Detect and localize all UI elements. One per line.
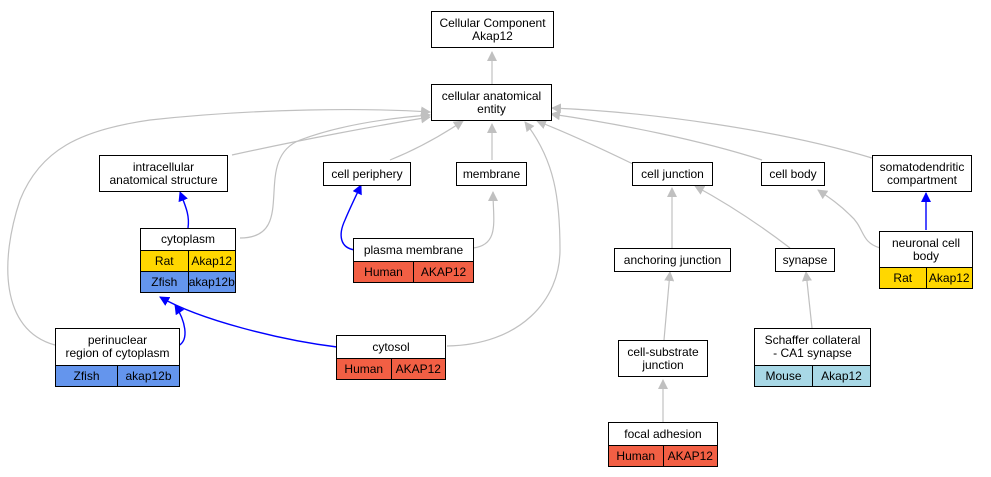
node-label: membrane: [462, 166, 521, 181]
species-cell: Human: [609, 446, 663, 466]
node-label: cellular anatomical entity: [441, 88, 542, 116]
node-cellular-component-root[interactable]: Cellular Component Akap12: [431, 11, 554, 48]
species-cell: Rat: [880, 268, 926, 288]
node-label: intracellular anatomical structure: [109, 159, 218, 187]
species-cell: Zfish: [56, 366, 117, 386]
node-plasma-membrane[interactable]: plasma membrane Human AKAP12: [353, 238, 474, 283]
edge-cellbody-to-entity: [550, 110, 763, 161]
node-cellular-anatomical-entity[interactable]: cellular anatomical entity: [431, 84, 552, 121]
species-cell: Human: [354, 262, 413, 282]
node-cell-body[interactable]: cell body: [761, 162, 825, 186]
annotation-row-human: Human AKAP12: [337, 358, 445, 379]
edge-perinuclear-to-cytoplasm: [174, 304, 186, 347]
gene-cell: Akap12: [925, 268, 972, 288]
species-cell: Zfish: [141, 272, 188, 292]
node-label: perinuclear region of cytoplasm: [65, 333, 170, 360]
annotation-row-mouse: Mouse Akap12: [755, 365, 870, 386]
node-cell-periphery[interactable]: cell periphery: [323, 162, 411, 186]
node-schaffer-collateral-ca1-synapse[interactable]: Schaffer collateral - CA1 synapse Mouse …: [754, 328, 871, 387]
node-membrane[interactable]: membrane: [456, 162, 527, 186]
edge-schaffer-to-synapse: [801, 271, 813, 329]
node-cytosol[interactable]: cytosol Human AKAP12: [336, 335, 446, 380]
gene-cell: AKAP12: [413, 262, 473, 282]
annotation-row-human: Human AKAP12: [354, 261, 473, 282]
node-cell-substrate-junction[interactable]: cell-substrate junction: [618, 340, 708, 377]
node-label: neuronal cell body: [891, 235, 961, 263]
node-label: cytosol: [372, 339, 410, 354]
edge-plasma-to-membrane: [472, 191, 499, 249]
node-label: cell periphery: [331, 166, 403, 181]
annotation-row-rat: Rat Akap12: [880, 267, 972, 288]
node-label: somatodendritic compartment: [879, 159, 965, 187]
annotation-row-human: Human AKAP12: [609, 445, 717, 466]
species-cell: Mouse: [755, 366, 812, 386]
node-label: focal adhesion: [624, 426, 702, 441]
gene-cell: AKAP12: [390, 359, 445, 379]
node-label: cell body: [769, 166, 817, 181]
node-label: plasma membrane: [363, 242, 464, 257]
edge-periphery-to-entity: [389, 120, 464, 161]
node-label: Schaffer collateral - CA1 synapse: [764, 333, 861, 360]
node-neuronal-cell-body[interactable]: neuronal cell body Rat Akap12: [879, 231, 973, 289]
edge-somato-to-entity: [551, 103, 873, 159]
node-label: cytoplasm: [160, 232, 216, 246]
edge-substrate-to-anchoring: [663, 271, 675, 341]
gene-cell: Akap12: [187, 251, 235, 271]
edge-junction-to-entity: [536, 119, 634, 165]
node-label: Cellular Component Akap12: [439, 15, 546, 43]
edge-cytosol-to-entity: [446, 121, 561, 347]
edge-synapse-to-junction: [694, 185, 791, 249]
edge-cytoplasm-to-intracellular: [178, 191, 190, 229]
node-cell-junction[interactable]: cell junction: [632, 162, 713, 186]
gene-cell: Akap12: [812, 366, 870, 386]
edge-cytosol-to-cytoplasm: [159, 296, 338, 348]
gene-cell: akap12b: [187, 272, 235, 292]
node-perinuclear-region-of-cytoplasm[interactable]: perinuclear region of cytoplasm Zfish ak…: [55, 328, 180, 387]
node-label: cell junction: [641, 166, 704, 181]
species-cell: Rat: [141, 251, 188, 271]
node-label: anchoring junction: [623, 252, 722, 267]
node-label: cell-substrate junction: [627, 344, 699, 372]
annotation-row-zfish: Zfish akap12b: [56, 365, 179, 386]
edge-intracellular-to-entity: [231, 113, 431, 156]
gene-cell: AKAP12: [662, 446, 717, 466]
edge-perinuclear-to-entity: [7, 106, 431, 346]
gene-cell: akap12b: [117, 366, 179, 386]
node-somatodendritic-compartment[interactable]: somatodendritic compartment: [872, 155, 972, 192]
annotation-row-rat: Rat Akap12: [141, 250, 235, 271]
edge-cytoplasm-to-entity: [239, 110, 431, 239]
annotation-row-zfish: Zfish akap12b: [141, 271, 235, 292]
node-intracellular-anatomical-structure[interactable]: intracellular anatomical structure: [99, 155, 228, 192]
node-focal-adhesion[interactable]: focal adhesion Human AKAP12: [608, 422, 718, 467]
node-anchoring-junction[interactable]: anchoring junction: [614, 248, 731, 272]
node-synapse[interactable]: synapse: [775, 248, 835, 272]
node-label: synapse: [782, 252, 828, 267]
edge-plasma-to-periphery: [340, 184, 362, 251]
edge-neuronal-to-cellbody: [817, 189, 881, 249]
species-cell: Human: [337, 359, 391, 379]
node-cytoplasm[interactable]: cytoplasm Rat Akap12 Zfish akap12b: [140, 228, 236, 293]
